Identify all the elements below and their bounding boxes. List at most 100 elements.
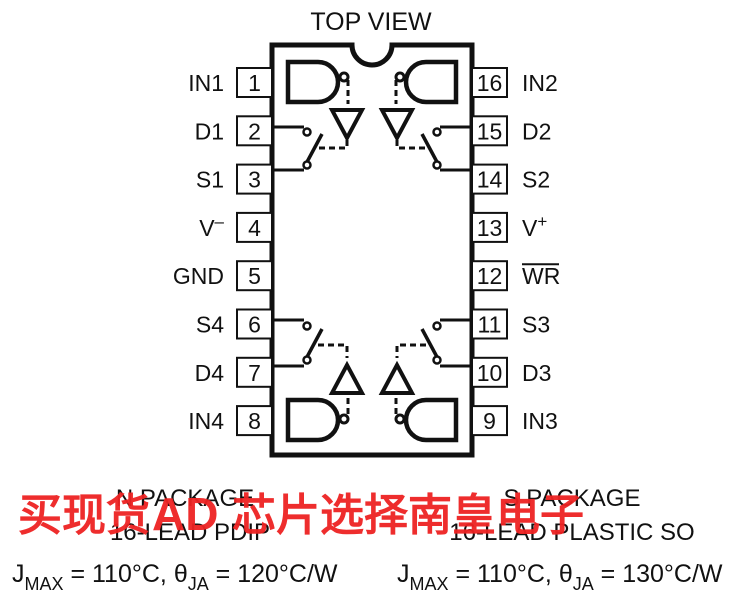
tj-value: = 110°C,	[64, 560, 174, 588]
pin-box-15	[471, 115, 508, 147]
theta-symbol: θ	[559, 560, 573, 588]
tj-value: = 110°C,	[449, 560, 559, 588]
pin-box-11	[471, 308, 508, 340]
pin-number-10: 10	[477, 360, 503, 386]
pin-box-6	[236, 308, 273, 340]
pin-box-16	[471, 67, 508, 98]
theta-value: = 120°C/W	[209, 560, 338, 588]
pin-label-text: D1	[195, 118, 224, 144]
pin-label-3: S1	[196, 167, 224, 193]
pin-label-13: V+	[522, 212, 547, 241]
pin-number-7: 7	[248, 360, 261, 386]
switch-1-contact-a	[302, 127, 312, 137]
theta-symbol: θ	[174, 560, 188, 588]
switch-2-contact-a	[432, 127, 442, 137]
buffer-triangle-4	[328, 360, 366, 395]
pin-label-15: D2	[522, 118, 551, 144]
theta-value: = 130°C/W	[594, 560, 723, 588]
pin-number-11: 11	[478, 312, 502, 338]
pin-label-7: D4	[195, 360, 225, 386]
inverter-bubble-2	[394, 71, 406, 83]
dashed-control-switch-2	[395, 140, 426, 150]
pin-label-text: D4	[195, 360, 225, 386]
switch-4-arm	[305, 328, 324, 358]
pin-label-4: V–	[199, 212, 224, 241]
logic-gate-3	[403, 397, 459, 443]
dashed-control-switch-1	[318, 140, 349, 150]
pin-number-16: 16	[477, 70, 503, 96]
switch-1-contact-b	[302, 160, 312, 170]
pin-box-8	[236, 405, 273, 437]
package-s-name: S PACKAGE	[504, 485, 641, 512]
package-n-type: 16-LEAD PDIP	[110, 519, 270, 546]
dashed-control-switch-4	[318, 343, 349, 358]
switch-4-leads	[272, 318, 304, 368]
package-s-thermal: JMAX = 110°C, θJA = 130°C/W	[397, 560, 723, 594]
inverter-bubble-3	[394, 413, 406, 425]
switch-1-arm	[305, 133, 324, 163]
pin-label-5: GND	[173, 263, 224, 289]
internal-circuit	[272, 59, 472, 443]
theta-subscript: JA	[188, 574, 209, 594]
package-n-thermal: JMAX = 110°C, θJA = 120°C/W	[12, 560, 338, 594]
switch-3-arm	[420, 328, 439, 358]
switch-4-contact-a	[302, 321, 312, 331]
pin-label-6: S4	[196, 312, 224, 338]
dashed-control-switch-3	[395, 343, 426, 358]
pin-label-text: S1	[196, 167, 224, 193]
pin-label-superscript: +	[537, 212, 547, 231]
pin-label-1: IN1	[188, 70, 224, 96]
pin-label-superscript: –	[215, 212, 225, 231]
logic-gate-1	[285, 59, 341, 105]
switch-1-leads	[272, 125, 304, 172]
pin-number-13: 13	[477, 215, 503, 241]
pin-number-1: 1	[248, 70, 261, 96]
buffer-triangle-1	[328, 108, 366, 143]
switch-2-leads	[440, 125, 472, 172]
watermark: 买现货 AD 芯片选择南皇电子	[18, 488, 584, 541]
pin-label-text: IN1	[188, 70, 224, 96]
pin-box-2	[236, 115, 273, 147]
pin-box-7	[236, 356, 273, 388]
pin-number-9: 9	[483, 408, 496, 434]
pin-box-13	[471, 211, 508, 243]
pin-label-11: S3	[522, 312, 550, 338]
pin-label-text: GND	[173, 263, 224, 289]
pin-box-12	[471, 260, 508, 292]
watermark-part3: 芯片选择南皇电子	[232, 490, 584, 541]
inverter-bubble-4	[338, 413, 350, 425]
pin-label-10: D3	[522, 360, 551, 386]
package-s-type: 16-LEAD PLASTIC SO	[449, 519, 694, 546]
pin-label-text: S2	[522, 167, 550, 193]
buffer-triangle-3	[378, 360, 416, 395]
pin-label-text: S4	[196, 312, 224, 338]
pin-number-14: 14	[477, 167, 503, 193]
pin-label-text: D3	[522, 360, 551, 386]
ic-body	[269, 42, 475, 458]
pin-label-text: IN4	[188, 408, 224, 434]
buffer-triangle-2	[378, 108, 416, 143]
pin-label-14: S2	[522, 167, 550, 193]
pin-label-text: S3	[522, 312, 550, 338]
switch-3-contact-a	[432, 321, 442, 331]
switch-2-arm	[420, 133, 439, 163]
pin-label-text: V	[199, 215, 215, 241]
pin-label-text: D2	[522, 118, 551, 144]
pin-box-9	[471, 405, 508, 437]
logic-gate-2	[403, 59, 459, 105]
package-n-name: N PACKAGE	[116, 485, 254, 512]
switch-2-contact-b	[432, 160, 442, 170]
watermark-part2: AD	[152, 488, 218, 540]
inverter-bubble-1	[338, 71, 350, 83]
pin-label-9: IN3	[522, 408, 558, 434]
theta-subscript: JA	[573, 574, 594, 594]
switch-3-contact-b	[432, 355, 442, 365]
pin-label-2: D1	[195, 118, 224, 144]
pin-box-10	[471, 356, 508, 388]
pin-box-1	[236, 67, 273, 98]
logic-gate-4	[285, 397, 341, 443]
tj-subscript: MAX	[25, 574, 64, 594]
